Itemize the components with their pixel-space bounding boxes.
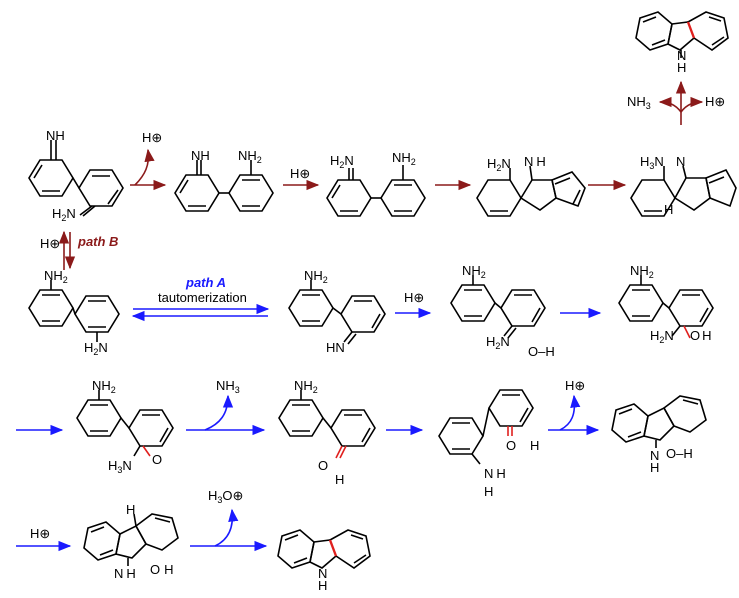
row-3-arrows xyxy=(16,394,600,436)
molecule-r1-5 xyxy=(630,165,737,217)
molecule-r3-1 xyxy=(76,390,174,457)
label-h2n-3: H2N xyxy=(330,153,354,170)
label-n-5: N xyxy=(676,154,685,169)
label-hplus-2: H⊕ xyxy=(290,166,310,181)
label-nh-2: NH xyxy=(191,148,210,163)
label-path-a: path A xyxy=(185,275,226,290)
row-4 xyxy=(83,513,371,569)
label-h-r4-1: H xyxy=(126,502,135,517)
label-h-r3-4: H xyxy=(650,460,659,475)
label-n-r4-2: N xyxy=(318,566,327,581)
molecule-r4-1 xyxy=(83,513,179,566)
label-oh-r2-3: O–H xyxy=(528,344,555,359)
label-nh2-r2-2: NH2 xyxy=(304,268,328,285)
label-h2n-r2-4: H2N xyxy=(650,328,674,345)
label-nh2-r2-4: NH2 xyxy=(630,263,654,280)
label-nh2-r2-1: NH2 xyxy=(44,268,68,285)
row-1-path-b xyxy=(28,11,737,217)
molecule-r1-1 xyxy=(28,140,124,217)
label-nh2-r2-3: NH2 xyxy=(462,263,486,280)
carbazole-top xyxy=(635,11,729,58)
row-4-arrows xyxy=(16,508,268,552)
label-n-top: N xyxy=(677,48,686,63)
label-h2n-1: H2N xyxy=(52,206,76,223)
molecule-r3-2 xyxy=(278,390,376,459)
label-o-r3-3: O xyxy=(506,438,516,453)
row-2 xyxy=(28,275,714,345)
label-nh2-2: NH2 xyxy=(238,148,262,165)
row-1-arrows xyxy=(58,80,704,270)
label-hplus-1: H⊕ xyxy=(142,130,162,145)
row-2-arrows xyxy=(131,303,602,322)
label-hplus-3: H⊕ xyxy=(705,94,725,109)
label-h2n-r2-3: H2N xyxy=(486,334,510,351)
molecule-r2-1 xyxy=(28,280,120,342)
label-nh3-1: NH3 xyxy=(627,94,651,111)
label-h3n-r3-1: H3N xyxy=(108,458,132,475)
label-h-r3-2: H xyxy=(335,472,344,487)
label-h-top: H xyxy=(677,60,686,75)
molecule-r2-3 xyxy=(450,275,546,339)
label-hplus-b: H⊕ xyxy=(40,236,60,251)
label-o-r3-1: O xyxy=(152,452,162,467)
label-h3o: H3O⊕ xyxy=(208,488,243,505)
label-nh-1: NH xyxy=(46,128,65,143)
molecule-r3-4 xyxy=(611,395,707,448)
label-nh3-r3: NH3 xyxy=(216,378,240,395)
row-3 xyxy=(76,389,707,465)
label-nh2-r3-2: NH2 xyxy=(294,378,318,395)
label-hplus-r2: H⊕ xyxy=(404,290,424,305)
label-nh2-r3-1: NH2 xyxy=(92,378,116,395)
molecule-r2-4 xyxy=(618,275,714,339)
label-hplus-r3: H⊕ xyxy=(565,378,585,393)
label-hn-r2-2: HN xyxy=(326,340,345,355)
label-nh2-3: NH2 xyxy=(392,150,416,167)
label-nh-r3-4: N xyxy=(650,448,659,463)
molecule-r4-2 xyxy=(277,529,371,569)
label-h3n-5: H3N xyxy=(640,154,664,171)
molecule-r1-2 xyxy=(174,160,274,212)
label-h2-r3-3: H xyxy=(484,484,493,499)
label-h-r4-2: H xyxy=(318,578,327,593)
label-path-b: path B xyxy=(77,234,118,249)
molecule-r1-4 xyxy=(476,165,586,217)
label-h-r3-3: H xyxy=(530,438,539,453)
molecule-r3-3 xyxy=(438,389,534,465)
label-h2n-r2-1: H2N xyxy=(84,340,108,357)
molecule-r2-2 xyxy=(288,280,386,345)
label-oh-r3-4: O–H xyxy=(666,446,693,461)
label-h-5: H xyxy=(664,202,673,217)
label-o-r3-2: O xyxy=(318,458,328,473)
label-h2n-4: H2N xyxy=(487,156,511,173)
row-2-text: NH2 H2N path A tautomerization NH2 HN H⊕… xyxy=(44,263,712,359)
label-tautomerization: tautomerization xyxy=(158,290,247,305)
molecule-r1-3 xyxy=(326,165,426,217)
label-hplus-r4: H⊕ xyxy=(30,526,50,541)
